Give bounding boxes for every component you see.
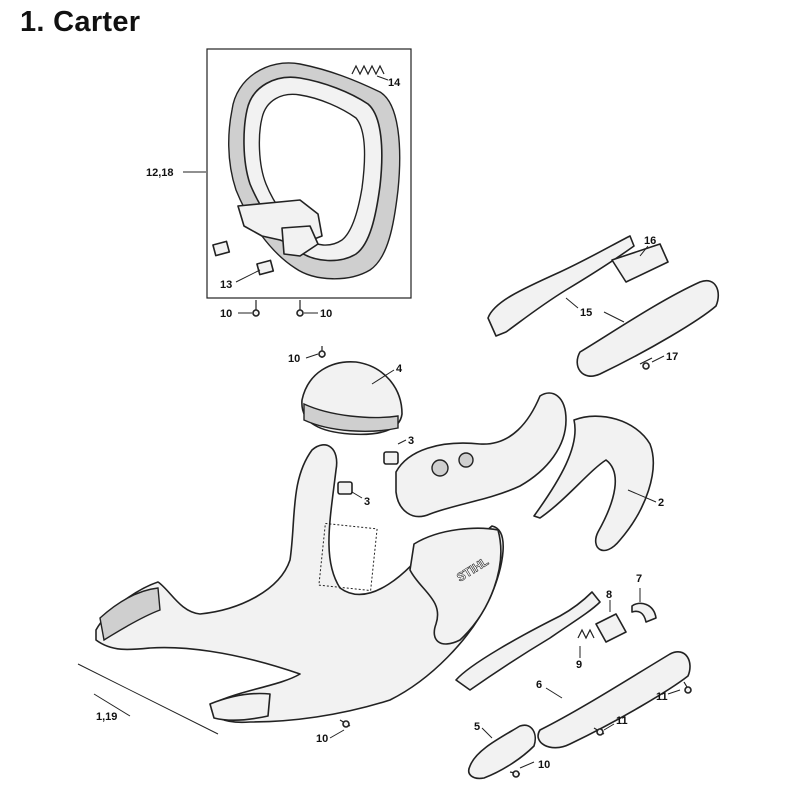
- interlock-lever[interactable]: [631, 602, 657, 623]
- screws-lower[interactable]: [339, 681, 692, 778]
- torsion-spring[interactable]: [577, 628, 595, 640]
- callout-3-a: 3: [408, 435, 414, 447]
- screws-handle[interactable]: [252, 300, 304, 317]
- callout-4: 4: [396, 363, 403, 375]
- screw-17[interactable]: [639, 357, 653, 370]
- callout-10-b: 10: [320, 308, 332, 320]
- callout-9: 9: [576, 659, 582, 671]
- callout-labels: 12,18 14 13 10 10 16 15 17 10 4 3 3 2 7 …: [96, 77, 678, 771]
- page-title: 1. Carter: [20, 6, 141, 38]
- handle-grip-lower[interactable]: [537, 651, 691, 749]
- screw-cover[interactable]: [318, 346, 326, 358]
- throttle-trigger[interactable]: [595, 613, 627, 643]
- main-housing[interactable]: [95, 444, 504, 724]
- clamp-pieces[interactable]: [212, 240, 275, 276]
- callout-5: 5: [474, 721, 480, 733]
- callout-16: 16: [644, 235, 656, 247]
- callout-15: 15: [580, 307, 592, 319]
- callout-10-d: 10: [316, 733, 328, 745]
- handle-inset-box: [206, 48, 412, 299]
- spring[interactable]: [351, 64, 385, 76]
- handle-grip-upper[interactable]: [576, 279, 720, 377]
- side-cover[interactable]: [533, 415, 654, 552]
- callout-7: 7: [636, 573, 642, 585]
- callout-11-a: 11: [656, 691, 668, 703]
- callout-12-18: 12,18: [146, 167, 174, 179]
- callout-17: 17: [666, 351, 678, 363]
- callout-8: 8: [606, 589, 612, 601]
- handle-cover-lower[interactable]: [455, 591, 601, 691]
- callout-10-e: 10: [538, 759, 550, 771]
- callout-1-19: 1,19: [96, 711, 117, 723]
- clip-lower[interactable]: [337, 481, 353, 495]
- leader-lines: [77, 75, 681, 769]
- crankcase[interactable]: [395, 392, 567, 518]
- callout-2: 2: [658, 497, 664, 509]
- handle-cover-upper[interactable]: [487, 235, 669, 337]
- loop-handle[interactable]: [228, 62, 401, 280]
- callout-11-b: 11: [616, 715, 628, 727]
- callout-3-b: 3: [364, 496, 370, 508]
- cover[interactable]: [301, 361, 403, 436]
- callout-6: 6: [536, 679, 542, 691]
- grip-insert[interactable]: [468, 724, 536, 780]
- callout-10-a: 10: [220, 308, 232, 320]
- callout-13: 13: [220, 279, 232, 291]
- callout-10-c: 10: [288, 353, 300, 365]
- callout-14: 14: [388, 77, 401, 89]
- clip-upper[interactable]: [383, 451, 399, 465]
